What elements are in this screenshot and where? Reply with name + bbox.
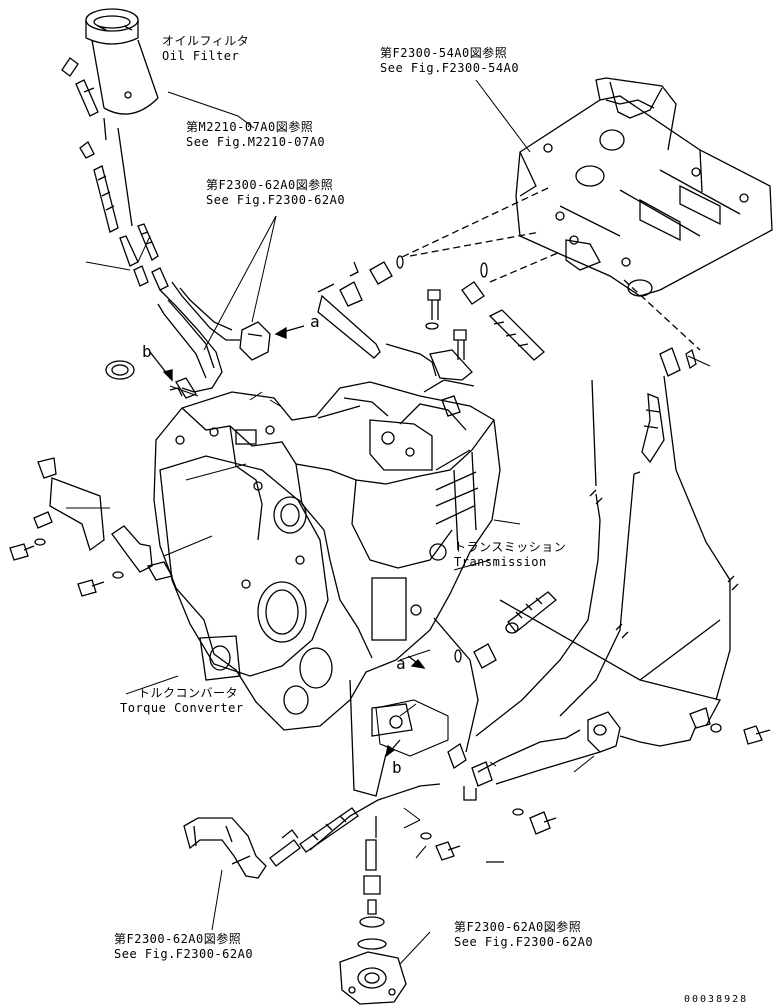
ref-f2300-54-label: 第F2300-54A0図参照 See Fig.F2300-54A0 [380, 46, 519, 76]
reference-arrows [149, 325, 426, 758]
transmission-label: トランスミッション Transmission [454, 540, 566, 570]
pipe-clamp-b [105, 360, 197, 399]
ref-f2300-62-right-jp: 第F2300-62A0図参照 [454, 920, 582, 934]
transmission-label-jp: トランスミッション [454, 540, 567, 554]
torque-converter-label-en: Torque Converter [120, 701, 244, 715]
assembly-leader-lines [399, 187, 701, 351]
ref-f2300-62-right-en: See Fig.F2300-62A0 [454, 935, 594, 949]
transmission-label-en: Transmission [454, 555, 547, 569]
oil-filter-label-jp: オイルフィルタ [162, 34, 250, 48]
marker-a-bottom: a [396, 654, 407, 673]
ref-f2300-62-right-label: 第F2300-62A0図参照 See Fig.F2300-62A0 [454, 920, 593, 950]
oil-filter-label-en: Oil Filter [162, 49, 240, 63]
transmission-case [153, 381, 501, 731]
ref-f2300-62-top-label: 第F2300-62A0図参照 See Fig.F2300-62A0 [206, 178, 345, 208]
callout-leader-lines [66, 79, 711, 965]
ref-f2300-54-jp: 第F2300-54A0図参照 [380, 46, 508, 60]
bottom-bolts [420, 808, 557, 863]
torque-converter-label-jp: トルクコンバータ [138, 686, 239, 700]
document-number: 00038928 [684, 994, 749, 1005]
marker-b-left: b [142, 342, 153, 361]
filter-hose-assembly [61, 57, 240, 393]
oil-filter-label: オイルフィルタ Oil Filter [162, 34, 249, 64]
ref-f2300-54-en: See Fig.F2300-54A0 [380, 61, 520, 75]
control-valve-body [515, 77, 773, 297]
ref-f2300-62-top-en: See Fig.F2300-62A0 [206, 193, 346, 207]
ref-f2300-62-left-label: 第F2300-62A0図参照 See Fig.F2300-62A0 [114, 932, 253, 962]
left-bracket-parts [9, 457, 173, 597]
hose-clamp [239, 321, 271, 361]
oil-filter-part [85, 8, 159, 115]
ref-f2300-62-left-en: See Fig.F2300-62A0 [114, 947, 254, 961]
ref-f2300-62-left-jp: 第F2300-62A0図参照 [114, 932, 242, 946]
bottom-pipe-assembly [183, 783, 441, 879]
mounting-bracket [423, 349, 475, 417]
lower-piping [349, 375, 771, 801]
marker-b-bottom: b [392, 758, 403, 777]
ref-m2210-en: See Fig.M2210-07A0 [186, 135, 326, 149]
ref-m2210-jp: 第M2210-07A0図参照 [186, 120, 314, 134]
marker-a-top: a [310, 312, 321, 331]
torque-converter-label: トルクコンバータ Torque Converter [120, 686, 244, 716]
transmission-hose [505, 591, 557, 634]
ref-m2210-label: 第M2210-07A0図参照 See Fig.M2210-07A0 [186, 120, 325, 150]
ref-f2300-62-top-jp: 第F2300-62A0図参照 [206, 178, 334, 192]
fittings-and-bolts-top [317, 255, 697, 464]
bottom-fitting-stack [339, 816, 407, 1005]
